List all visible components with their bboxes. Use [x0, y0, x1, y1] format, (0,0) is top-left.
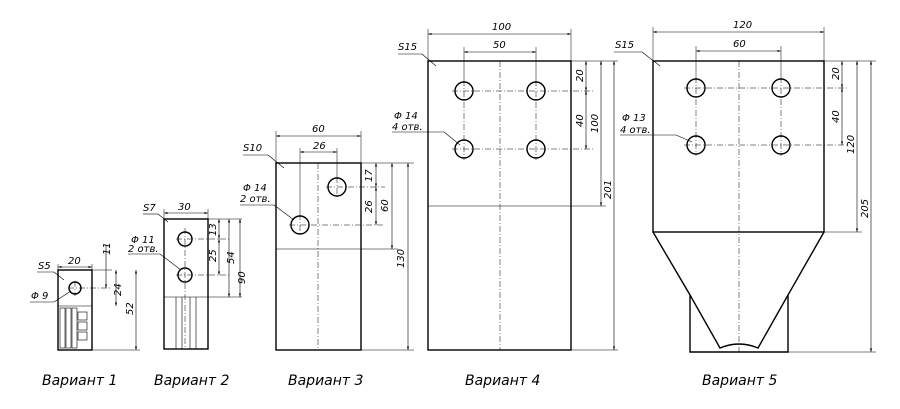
hole-label: Φ 13 [622, 113, 646, 124]
dim-width: 30 [178, 202, 191, 213]
thickness-label: S15 [398, 42, 417, 53]
caption: Вариант 5 [702, 373, 778, 389]
dim-width: 60 [312, 124, 325, 135]
ridge-pattern [175, 297, 197, 349]
dim-top: 20 [831, 67, 842, 80]
dim-height: 201 [603, 180, 614, 199]
hole-label: Φ 11 [131, 235, 155, 246]
dim-mid: 60 [380, 199, 391, 212]
dim-hole-spacing: 25 [208, 249, 219, 262]
variant-3: 60 26 17 26 60 130 S10 Φ 14 2 отв. Вариа… [240, 124, 414, 389]
dim-width: 100 [492, 22, 511, 33]
dim-height: 90 [237, 271, 248, 284]
caption: Вариант 4 [465, 373, 540, 389]
thickness-label: S5 [38, 261, 51, 272]
caption: Вариант 2 [154, 373, 230, 389]
dim-height: 130 [396, 249, 407, 268]
variant-1: 20 11 24 52 S5 Φ 9 Вариант 1 [30, 242, 140, 389]
dim-hole-spacing: 40 [831, 110, 842, 123]
variant-4: 100 50 20 40 100 201 S15 Φ 14 4 отв. Вар… [392, 22, 618, 389]
hole-label: Φ 9 [31, 291, 48, 302]
plate-outline [275, 162, 362, 351]
caption: Вариант 1 [42, 373, 117, 389]
variant-2: 30 13 25 54 90 S7 Φ 11 2 отв. Вариант 2 [128, 202, 248, 389]
variant-5: 120 60 20 40 120 205 S15 Φ 13 4 отв. Вар… [614, 20, 876, 389]
plate-outline [57, 269, 93, 351]
dim-hole-x: 60 [733, 39, 746, 50]
dim-mid: 120 [846, 135, 857, 154]
plate-outline [427, 60, 572, 351]
dim-height: 205 [860, 199, 871, 218]
dim-hole-spacing: 40 [575, 114, 586, 127]
dim-top: 17 [364, 169, 375, 182]
dim-hole-spacing: 24 [113, 283, 124, 296]
thickness-label: S7 [143, 203, 156, 214]
tapered-foot [652, 231, 825, 353]
holes-count: 4 отв. [392, 122, 423, 133]
dim-top: 11 [102, 242, 113, 255]
dim-width: 20 [68, 256, 81, 267]
dim-width: 120 [733, 20, 752, 31]
plate-outline [163, 218, 209, 350]
dim-top: 20 [575, 69, 586, 82]
plate-outline [652, 60, 825, 233]
thickness-label: S10 [243, 143, 262, 154]
holes-count: 4 отв. [620, 125, 651, 136]
holes-count: 2 отв. [128, 244, 159, 255]
ridge-pattern [59, 307, 88, 349]
dim-mid: 54 [226, 251, 237, 264]
dim-height: 52 [125, 302, 136, 315]
hole-label: Φ 14 [394, 111, 418, 122]
caption: Вариант 3 [288, 373, 363, 389]
dim-hole-spacing: 26 [364, 200, 375, 213]
holes-count: 2 отв. [240, 194, 271, 205]
dim-hole-x: 50 [493, 40, 506, 51]
dim-mid: 100 [590, 114, 601, 133]
dim-top: 13 [208, 223, 219, 236]
dim-hole-x: 26 [313, 141, 326, 152]
thickness-label: S15 [615, 40, 634, 51]
hole-label: Φ 14 [243, 183, 267, 194]
